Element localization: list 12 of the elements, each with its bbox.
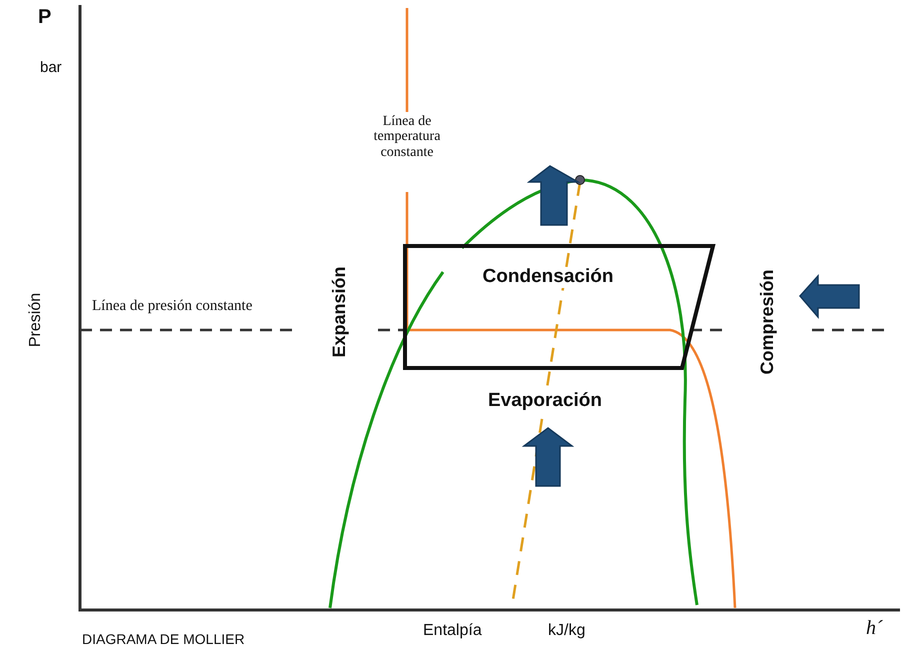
unit-label: bar (40, 60, 62, 76)
line-annotation: Línea de presión constante (92, 298, 252, 314)
diagram-caption: DIAGRAMA DE MOLLIER (82, 632, 245, 648)
process-label: Condensación (482, 267, 614, 288)
axis-title: Presión (27, 292, 45, 348)
unit-label: kJ/kg (548, 622, 586, 640)
process-label: Expansión (330, 266, 350, 358)
axis-symbol: P (38, 6, 52, 28)
axis-title: Entalpía (423, 622, 482, 640)
process-label: Compresión (758, 270, 778, 374)
axis-symbol: h´ (866, 617, 883, 639)
process-label: Evaporación (488, 391, 602, 412)
